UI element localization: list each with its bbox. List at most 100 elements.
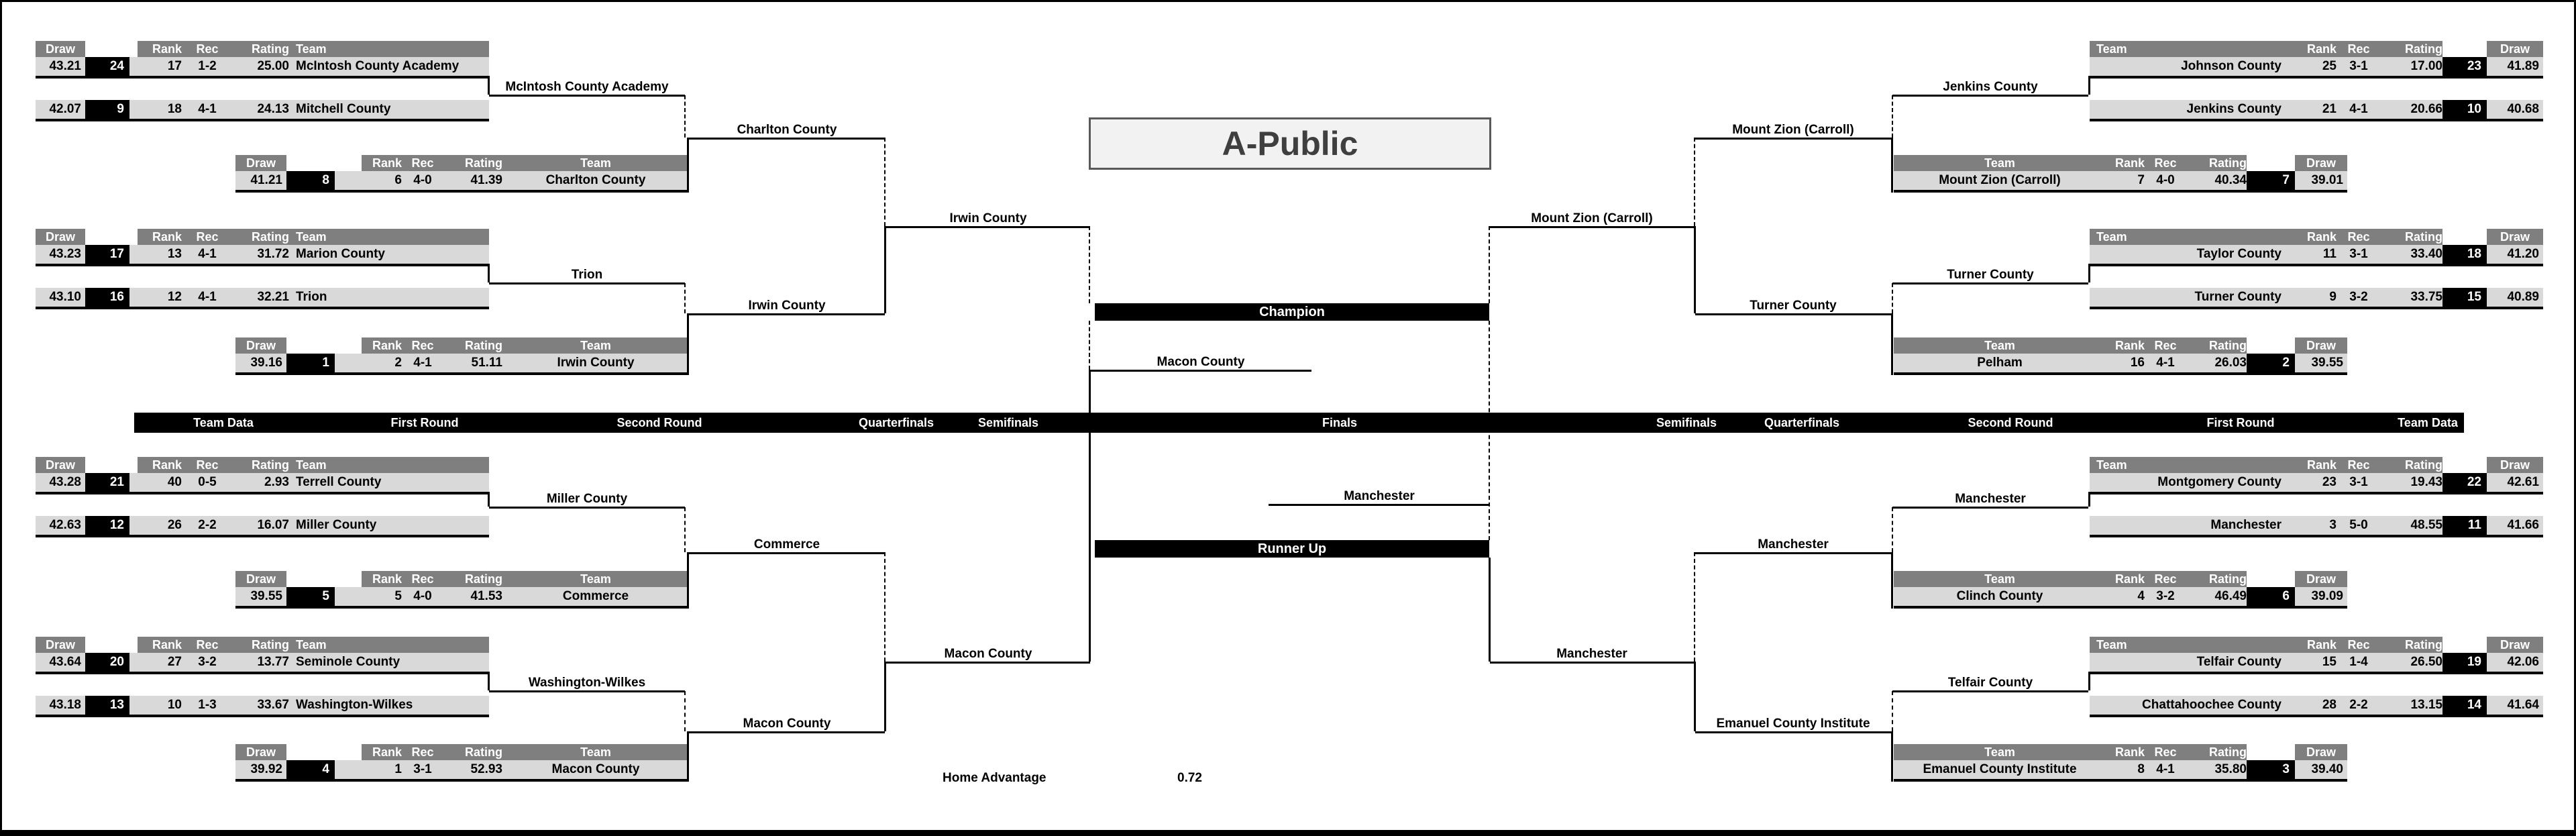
connector-dashed (684, 283, 686, 313)
connector-line (488, 264, 490, 282)
seed-box: 15 (2443, 288, 2487, 309)
connector-dashed (1892, 691, 1893, 731)
connector-dashed (884, 552, 885, 662)
connector-line (687, 552, 689, 609)
connector-dashed (884, 138, 885, 226)
connector-line (2088, 492, 2090, 507)
round-label-first-round-left: First Round (390, 416, 459, 429)
seed-box: 14 (2443, 696, 2487, 717)
seed-box: 1 (286, 354, 335, 375)
round-label-team-data-right: Team Data (2398, 416, 2458, 429)
connector-dashed (1694, 138, 1695, 226)
advance-line-fr-L3: Miller County (489, 489, 685, 509)
seed-box: 17 (85, 245, 129, 266)
connector-dashed (1489, 321, 1490, 540)
advance-line-qf-L2: Irwin County (689, 296, 885, 315)
connector-dashed (684, 95, 686, 138)
advance-line-fr-R4: Telfair County (1892, 673, 2088, 692)
champion-label: Champion (1259, 304, 1325, 319)
seed-box: 12 (85, 516, 129, 537)
advance-line-qf-R1: Mount Zion (Carroll) (1695, 120, 1891, 140)
runner-up-label: Runner Up (1257, 541, 1327, 556)
advance-line-qf-R2: Turner County (1695, 296, 1891, 315)
round-label-semifinals-left: Semifinals (977, 416, 1039, 429)
round-label-finals: Finals (1322, 416, 1358, 429)
seed-box: 8 (286, 171, 335, 193)
round-label-quarterfinals-left: Quarterfinals (858, 416, 934, 429)
connector-dashed (684, 507, 686, 552)
connector-line (2088, 264, 2090, 282)
seed-box: 24 (85, 57, 129, 79)
advance-line-sf-L-top: Irwin County (886, 209, 1090, 228)
round-label-semifinals-right: Semifinals (1656, 416, 1717, 429)
connector-line (2088, 76, 2090, 95)
advance-line-qf-R3: Manchester (1695, 535, 1891, 554)
seed-box: 9 (85, 100, 129, 121)
seed-box: 20 (85, 653, 129, 674)
round-label-team-data-left: Team Data (193, 416, 254, 429)
advance-line-sf-R-top: Mount Zion (Carroll) (1490, 209, 1694, 228)
connector-dashed (1892, 95, 1893, 138)
connector-line (2088, 672, 2090, 690)
connector-dashed (1089, 321, 1090, 370)
bottom-frame-bar (2, 830, 2574, 834)
seed-box: 13 (85, 696, 129, 717)
advance-line-fr-R1: Jenkins County (1892, 77, 2088, 97)
connector-line (1694, 226, 1696, 313)
classification-title-box: A-Public (1089, 117, 1491, 170)
connector-line (488, 672, 490, 690)
connector-line (687, 313, 689, 375)
champion-bar: Champion (1095, 303, 1489, 321)
round-label-first-round-right: First Round (2206, 416, 2275, 429)
home-advantage-value: 0.72 (1177, 771, 1202, 785)
connector-line (488, 492, 490, 507)
connector-line (1489, 558, 1491, 662)
seed-box: 23 (2443, 57, 2487, 79)
connector-dashed (1489, 226, 1490, 303)
connector-line (884, 662, 886, 731)
connector-line (1891, 731, 1893, 782)
connector-line (1694, 662, 1696, 731)
finalist-line-left: Macon County (1090, 352, 1311, 372)
connector-dashed (1089, 226, 1090, 303)
advance-line-qf-L3: Commerce (689, 535, 885, 554)
classification-title: A-Public (1222, 125, 1358, 162)
seed-box: 19 (2443, 653, 2487, 674)
seed-box: 16 (85, 288, 129, 309)
finalist-line-right: Manchester (1269, 486, 1490, 506)
advance-line-qf-L1: Charlton County (689, 120, 885, 140)
connector-dashed (1694, 552, 1695, 662)
seed-box: 6 (2247, 587, 2295, 609)
runner-up-bar: Runner Up (1095, 540, 1489, 558)
connector-line (1891, 313, 1893, 375)
home-advantage-label: Home Advantage (943, 771, 1046, 785)
seed-box: 3 (2247, 760, 2295, 782)
seed-box: 11 (2443, 516, 2487, 537)
seed-box: 21 (85, 473, 129, 494)
round-label-second-round-right: Second Round (1968, 416, 2053, 429)
